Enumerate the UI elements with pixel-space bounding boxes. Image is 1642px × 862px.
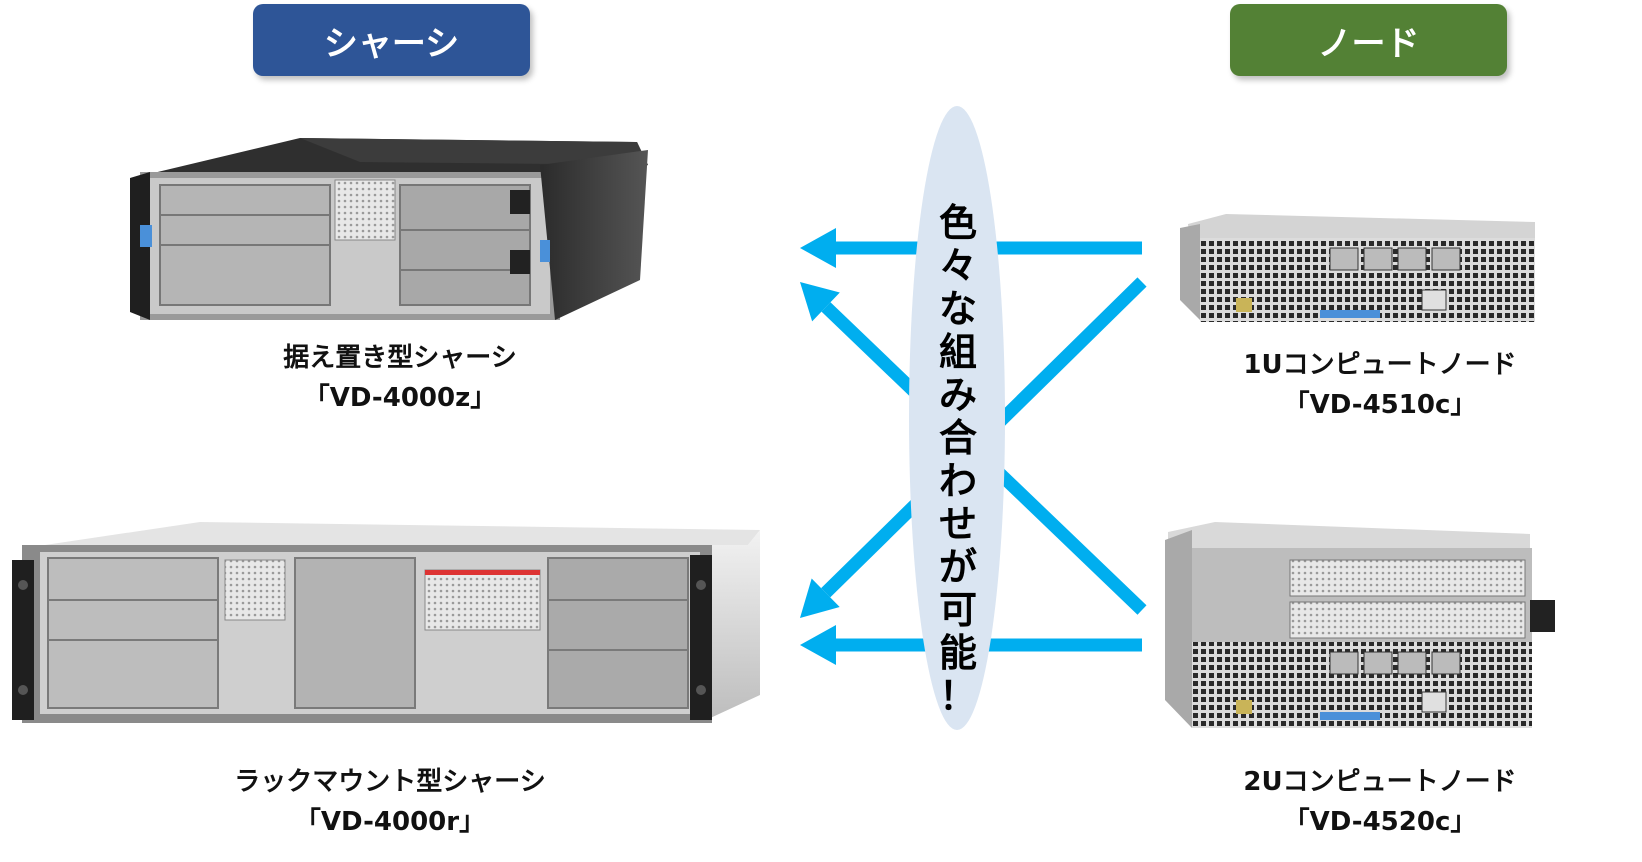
node-2u-model: 「VD-4520c」	[1283, 807, 1477, 837]
combination-char: 合	[938, 416, 977, 460]
combination-char: 能	[938, 631, 977, 675]
rack-chassis-name: ラックマウント型シャーシ	[234, 767, 546, 797]
node-1u-name: 1Uコンピュートノード	[1243, 350, 1517, 380]
arrow-2u-to-desktop-head	[800, 282, 840, 322]
node-header-label: ノード	[1317, 23, 1420, 64]
combination-char: み	[938, 373, 977, 417]
combination-char: が	[938, 545, 977, 589]
combination-char: 可	[938, 588, 977, 632]
combination-char: せ	[938, 502, 977, 546]
node-1u-caption: 1Uコンピュートノード 「VD-4510c」	[1170, 345, 1590, 425]
arrow-2u-to-rack-head	[800, 625, 836, 665]
combination-char: 組	[938, 330, 977, 374]
combination-char: 色	[938, 201, 977, 245]
node-2u-name: 2Uコンピュートノード	[1243, 767, 1517, 797]
node-1u-image	[1180, 214, 1535, 322]
rack-chassis-image	[12, 522, 760, 723]
combination-char: わ	[938, 459, 977, 503]
rack-chassis-caption: ラックマウント型シャーシ 「VD-4000r」	[180, 762, 600, 842]
node-header: ノード	[1230, 4, 1507, 76]
chassis-header: シャーシ	[253, 4, 530, 76]
desktop-chassis-image	[130, 138, 648, 320]
rack-chassis-model: 「VD-4000r」	[294, 807, 486, 837]
node-2u-image	[1165, 522, 1555, 728]
center-ellipse	[909, 106, 1005, 730]
desktop-chassis-caption: 据え置き型シャーシ 「VD-4000z」	[190, 338, 610, 418]
combination-char: 々	[938, 244, 977, 288]
node-1u-model: 「VD-4510c」	[1283, 390, 1477, 420]
desktop-chassis-model: 「VD-4000z」	[303, 383, 497, 413]
chassis-header-label: シャーシ	[323, 23, 460, 64]
arrow-1u-to-rack-head	[800, 578, 840, 618]
combination-label: 色 々 な 組 み 合 わ せ が 可 能 ！	[928, 202, 988, 718]
combination-char: ！	[938, 674, 977, 718]
arrow-1u-to-desktop-head	[800, 228, 836, 268]
desktop-chassis-name: 据え置き型シャーシ	[283, 343, 517, 373]
node-2u-caption: 2Uコンピュートノード 「VD-4520c」	[1170, 762, 1590, 842]
combination-char: な	[938, 287, 977, 331]
